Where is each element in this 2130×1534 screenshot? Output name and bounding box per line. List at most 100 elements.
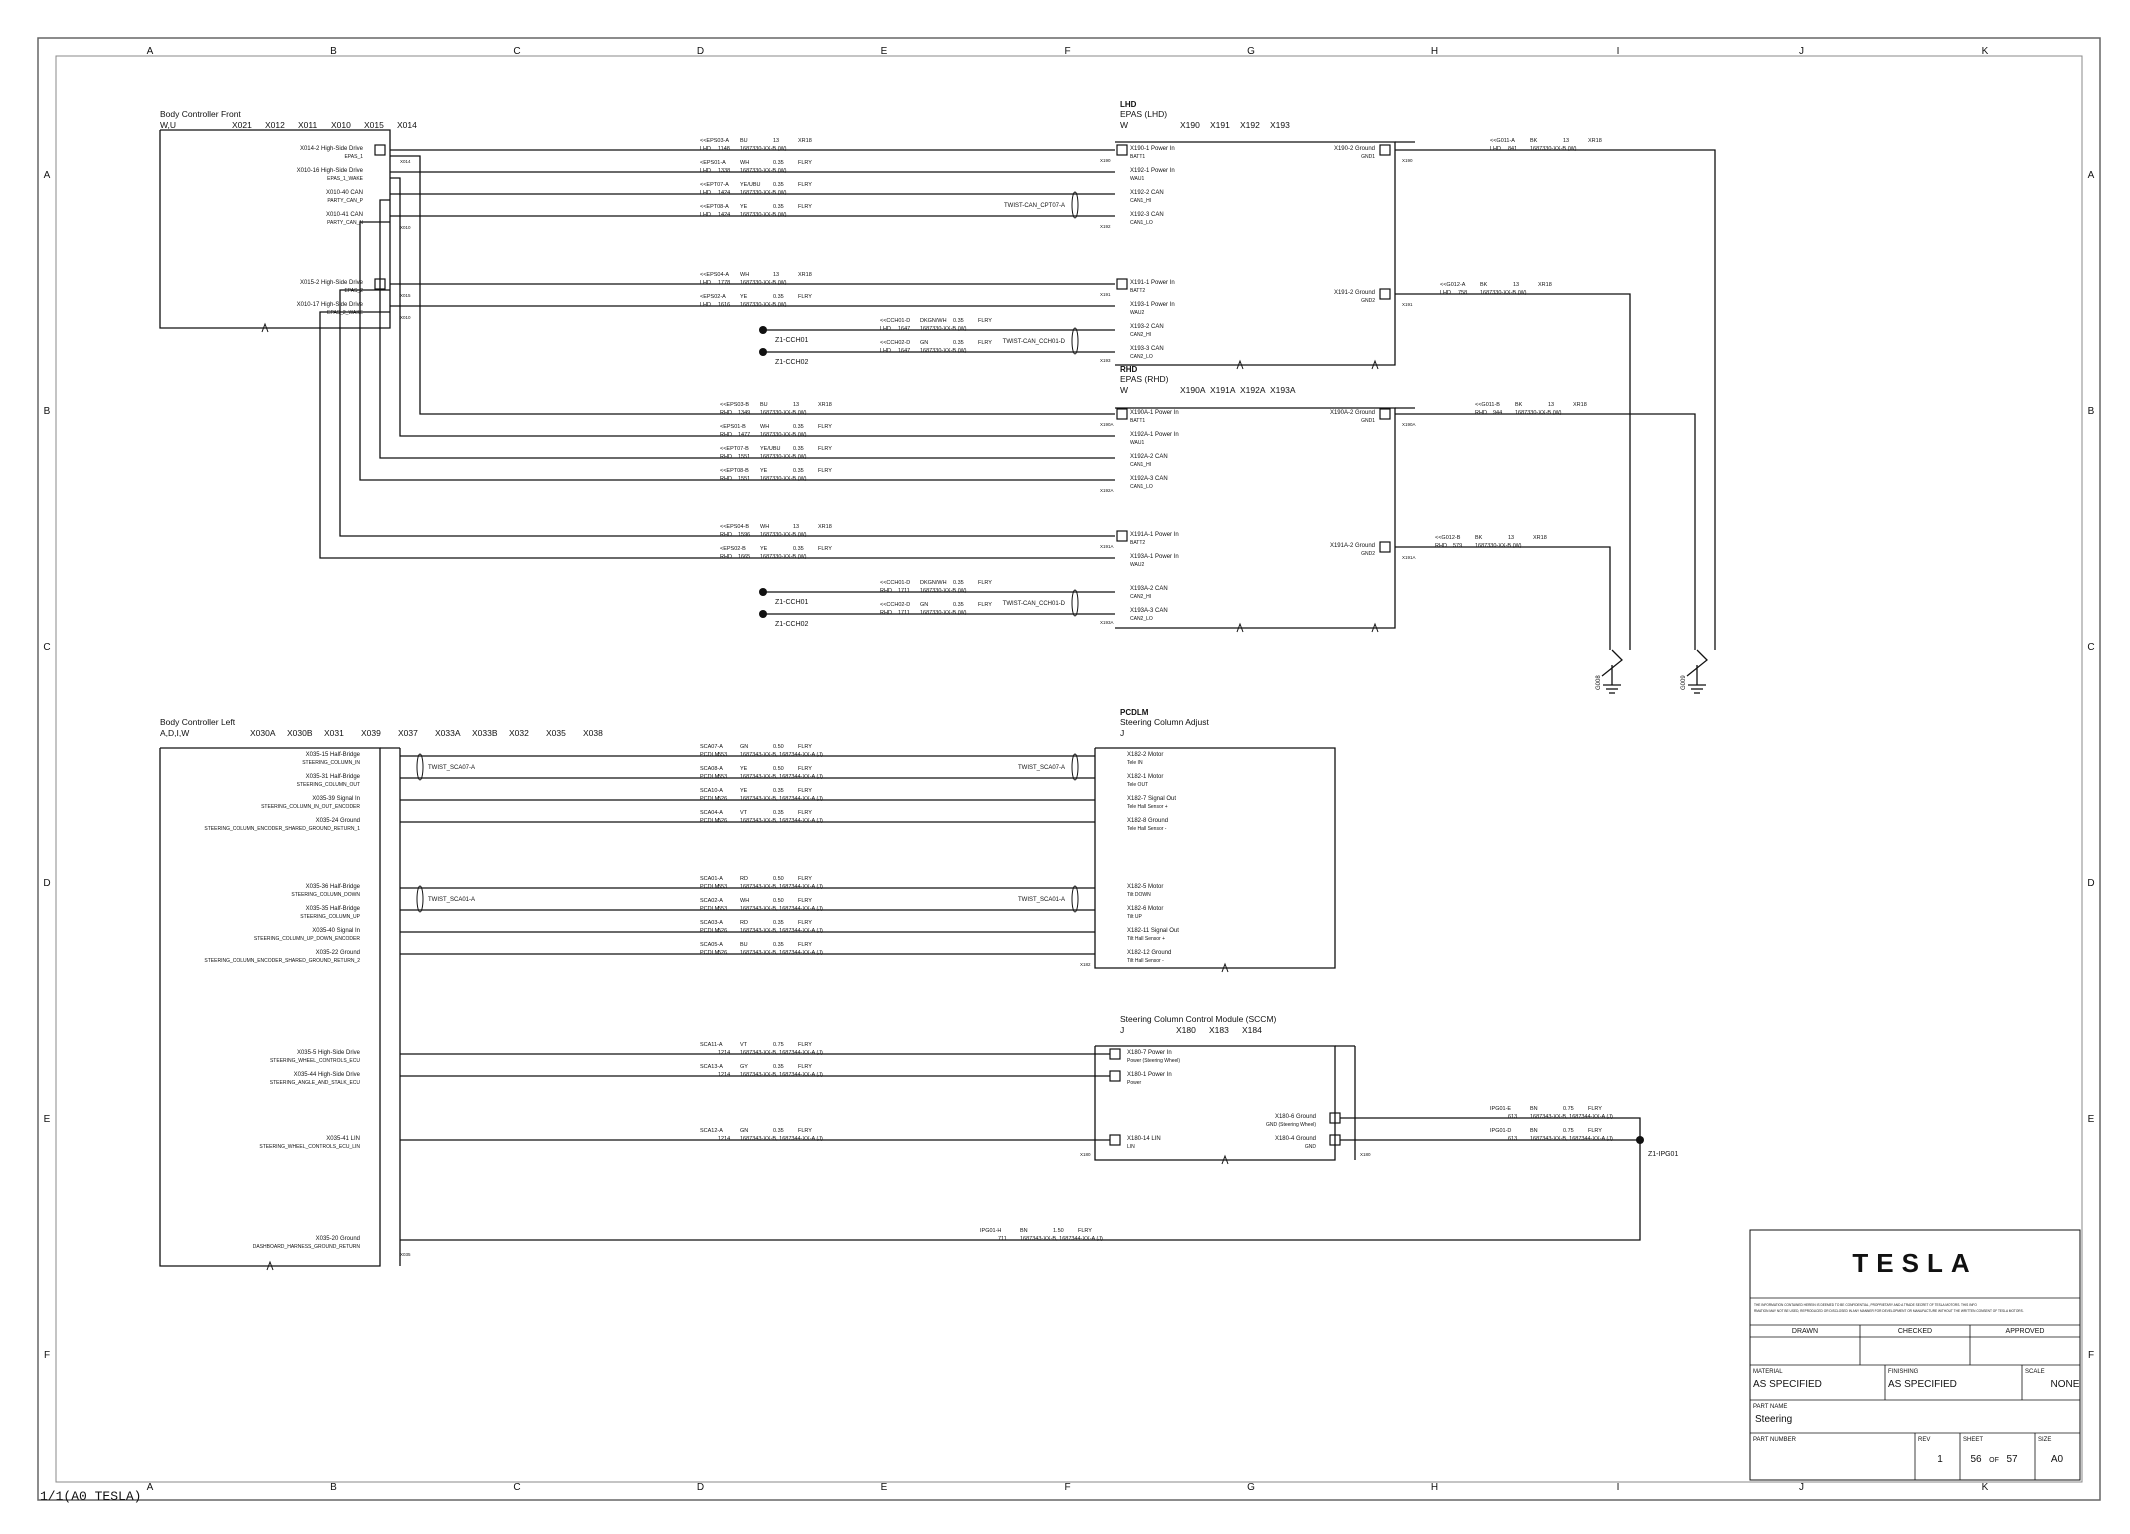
wire-size-label: 0.75 <box>1563 1106 1574 1112</box>
pin-label: X010-16 High-Side Drive <box>297 168 364 174</box>
grid-col-label: A <box>147 1482 154 1493</box>
pin-sub-label: BATT2 <box>1130 288 1145 294</box>
title-cell-label: PART NUMBER <box>1753 1437 1797 1443</box>
grid-row-label: D <box>2087 878 2094 889</box>
wire-ref-label: 553 <box>718 906 727 912</box>
pin-label: X182-5 Motor <box>1127 884 1163 890</box>
title-cell-label: PART NAME <box>1753 1404 1787 1410</box>
connector-label: X030B <box>287 728 313 738</box>
grid-col-label: H <box>1431 1482 1438 1493</box>
wire-circuit-label: <<EPT07-B <box>720 446 749 452</box>
wire-type-label: FLRY <box>978 580 992 586</box>
twist-marker-icon <box>416 885 424 913</box>
module-config: J <box>1120 728 1124 738</box>
title-cell-label: FINISHING <box>1888 1369 1919 1375</box>
wire-ref-label: 1424 <box>718 212 730 218</box>
wire-color-label: BU <box>740 138 748 144</box>
wire-color-label: BN <box>1530 1106 1538 1112</box>
module-title: EPAS (RHD) <box>1120 374 1169 384</box>
grid-row-label: A <box>44 170 51 181</box>
twist-label: TWIST-CAN_CCH01-D <box>1003 601 1066 607</box>
wire-circuit-label: <<G012-B <box>1435 535 1461 541</box>
wire-size-label: 0.35 <box>793 546 804 552</box>
pin-conn-tag: X192A <box>1100 488 1114 493</box>
pin-sub-label: STEERING_ANGLE_AND_STALK_ECU <box>270 1080 361 1086</box>
title-cell-label: REV <box>1918 1437 1930 1443</box>
grid-row-label: C <box>43 642 50 653</box>
pin-label: X182-2 Motor <box>1127 752 1163 758</box>
pin-square-icon <box>1379 144 1391 156</box>
pin-square-icon <box>1109 1134 1121 1146</box>
wire-variant-label: LHD <box>700 190 711 196</box>
wire-harness-label: 1687330-XX-B (W) <box>740 212 787 218</box>
rev-value: 1 <box>1937 1454 1943 1465</box>
part-name-value: Steering <box>1755 1414 1792 1425</box>
wire-type-label: XR18 <box>818 402 832 408</box>
pin-square-icon <box>1379 288 1391 300</box>
wire-size-label: 13 <box>1563 138 1569 144</box>
pin-label: X193A-1 Power In <box>1130 554 1179 560</box>
wire-harness-label: 1687330-XX-B (W) <box>760 454 807 460</box>
wire-size-label: 0.35 <box>773 1128 784 1134</box>
pin-conn-tag: X193 <box>1100 358 1111 363</box>
wire-color-label: VT <box>740 1042 748 1048</box>
grid-col-label: C <box>513 1482 520 1493</box>
wire-size-label: 0.50 <box>773 744 784 750</box>
pin-sub-label: EPAS_2_WAKE <box>327 310 364 316</box>
outer-border <box>37 37 2101 1501</box>
wire-variant-label: PCDLM <box>700 950 720 956</box>
wire-circuit-label: SCA12-A <box>700 1128 723 1134</box>
wire-type-label: FLRY <box>798 160 812 166</box>
wire-type-label: XR18 <box>818 524 832 530</box>
wire-circuit-label: SCA02-A <box>700 898 723 904</box>
wire-ref-label: 613 <box>1508 1114 1517 1120</box>
connector-label: X183 <box>1209 1025 1229 1035</box>
wire-ref-label: 1616 <box>718 302 730 308</box>
pin-label: X035-24 Ground <box>316 818 360 824</box>
grid-row-label: A <box>2088 170 2095 181</box>
wire-type-label: FLRY <box>978 602 992 608</box>
pin-conn-tag: X180 <box>1360 1152 1371 1157</box>
pin-sub-label: CAN2_LO <box>1130 354 1153 360</box>
wire-variant-label: PCDLM <box>700 774 720 780</box>
wire-type-label: FLRY <box>798 1064 812 1070</box>
pin-label: X180-6 Ground <box>1275 1114 1316 1120</box>
pin-label: X193-2 CAN <box>1130 324 1164 330</box>
pin-label: X182-12 Ground <box>1127 950 1171 956</box>
pin-label: X180-14 LIN <box>1127 1136 1161 1142</box>
pin-square-icon <box>1116 278 1128 290</box>
pin-square-icon <box>1379 408 1391 420</box>
pin-square-icon <box>1116 144 1128 156</box>
pin-label: X035-35 Half-Bridge <box>306 906 361 912</box>
pin-square-icon <box>1116 530 1128 542</box>
twist-marker-icon <box>1071 327 1079 355</box>
wire-size-label: 0.35 <box>953 318 964 324</box>
wire-harness-label: 1687343-XX-B, 1687344-XX-A (J) <box>740 950 823 956</box>
wire-size-label: 0.50 <box>773 766 784 772</box>
wire-type-label: XR18 <box>1588 138 1602 144</box>
pin-sub-label: STEERING_COLUMN_DOWN <box>291 892 360 898</box>
grid-col-label: D <box>697 1482 704 1493</box>
pin-label: X193A-2 CAN <box>1130 586 1168 592</box>
grid-col-label: K <box>1982 46 1989 57</box>
pin-square-icon <box>1379 541 1391 553</box>
wire-color-label: YE <box>760 546 768 552</box>
pin-label: X180-7 Power In <box>1127 1050 1172 1056</box>
pin-label: X182-11 Signal Out <box>1127 928 1179 934</box>
wire-ref-label: 1338 <box>718 168 730 174</box>
pin-label: X035-20 Ground <box>316 1236 360 1242</box>
pin-sub-label: LIN <box>1127 1144 1135 1150</box>
connector-label: X038 <box>583 728 603 738</box>
wire <box>379 199 1115 459</box>
wire-circuit-label: <EPS01-B <box>720 424 746 430</box>
wire-variant-label: PCDLM <box>700 796 720 802</box>
grid-col-label: I <box>1617 46 1620 57</box>
pin-label: X010-17 High-Side Drive <box>297 302 364 308</box>
